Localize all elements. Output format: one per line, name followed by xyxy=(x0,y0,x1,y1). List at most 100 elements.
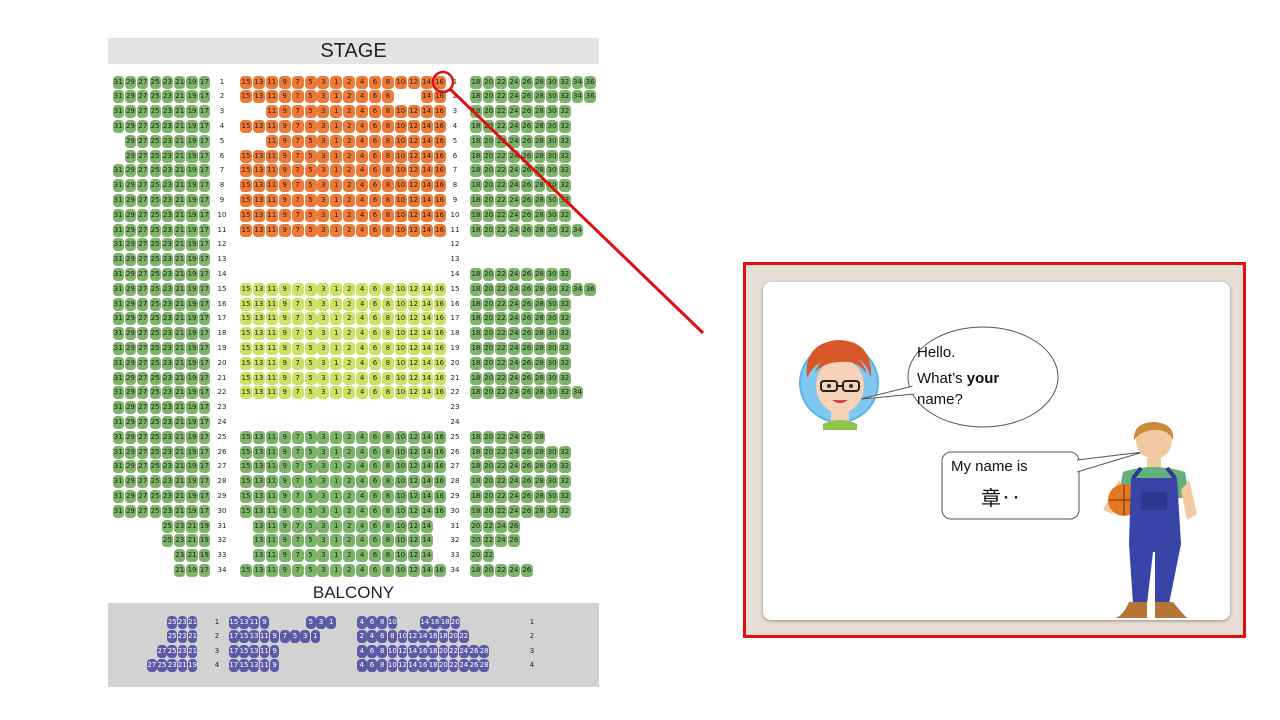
seat-left-23-25[interactable]: 25 xyxy=(149,401,161,415)
seat-center-16-11[interactable]: 11 xyxy=(265,297,278,311)
seat-left-23-19[interactable]: 19 xyxy=(186,401,198,415)
seat-center-4-3[interactable]: 3 xyxy=(317,119,330,133)
seat-left-13-19[interactable]: 19 xyxy=(186,253,198,267)
seat-right-5-18[interactable]: 18 xyxy=(470,134,482,148)
seat-balcony-2-11[interactable]: 11 xyxy=(259,630,270,644)
seat-center-25-2[interactable]: 2 xyxy=(343,430,356,444)
seat-left-4-29[interactable]: 29 xyxy=(124,119,137,133)
seat-center-4-6[interactable]: 6 xyxy=(369,119,381,133)
seat-right-27-32[interactable]: 32 xyxy=(558,460,571,474)
seat-center-27-2[interactable]: 2 xyxy=(343,460,356,474)
seat-balcony-2-13[interactable]: 13 xyxy=(249,630,259,644)
seat-balcony-3-27[interactable]: 27 xyxy=(157,644,167,658)
seat-right-27-28[interactable]: 28 xyxy=(533,460,546,474)
seat-right-21-24[interactable]: 24 xyxy=(508,371,520,385)
seat-center-8-1[interactable]: 1 xyxy=(330,179,343,193)
seat-left-7-27[interactable]: 27 xyxy=(137,164,149,178)
seat-left-28-25[interactable]: 25 xyxy=(149,475,161,489)
seat-center-31-7[interactable]: 7 xyxy=(291,519,304,533)
seat-right-29-28[interactable]: 28 xyxy=(533,489,546,503)
seat-center-34-7[interactable]: 7 xyxy=(291,563,304,577)
seat-center-18-13[interactable]: 13 xyxy=(252,327,265,341)
seat-center-5-16[interactable]: 16 xyxy=(433,134,446,148)
seat-center-30-10[interactable]: 10 xyxy=(394,504,407,518)
seat-right-11-24[interactable]: 24 xyxy=(508,223,520,237)
seat-right-10-18[interactable]: 18 xyxy=(470,208,482,222)
seat-left-3-25[interactable]: 25 xyxy=(149,105,161,119)
seat-right-34-20[interactable]: 20 xyxy=(482,563,495,577)
seat-center-32-7[interactable]: 7 xyxy=(291,534,304,548)
seat-center-21-10[interactable]: 10 xyxy=(394,371,407,385)
seat-left-26-27[interactable]: 27 xyxy=(137,445,149,459)
seat-center-20-14[interactable]: 14 xyxy=(420,356,433,370)
seat-center-1-11[interactable]: 11 xyxy=(265,75,278,89)
seat-right-8-26[interactable]: 26 xyxy=(520,179,533,193)
seat-center-8-4[interactable]: 4 xyxy=(356,179,369,193)
seat-center-6-7[interactable]: 7 xyxy=(291,149,304,163)
seat-right-22-26[interactable]: 26 xyxy=(520,386,533,400)
seat-center-17-13[interactable]: 13 xyxy=(252,312,265,326)
seat-center-8-12[interactable]: 12 xyxy=(407,179,420,193)
seat-center-15-5[interactable]: 5 xyxy=(304,282,317,296)
seat-balcony-2-16[interactable]: 16 xyxy=(428,630,438,644)
seat-center-26-13[interactable]: 13 xyxy=(252,445,265,459)
seat-center-16-5[interactable]: 5 xyxy=(304,297,317,311)
seat-center-8-15[interactable]: 15 xyxy=(240,179,252,193)
seat-center-30-12[interactable]: 12 xyxy=(407,504,420,518)
seat-center-22-16[interactable]: 16 xyxy=(433,386,446,400)
seat-center-7-4[interactable]: 4 xyxy=(356,164,369,178)
seat-center-4-4[interactable]: 4 xyxy=(356,119,369,133)
seat-right-6-24[interactable]: 24 xyxy=(508,149,520,163)
seat-center-9-9[interactable]: 9 xyxy=(278,193,291,207)
seat-left-28-23[interactable]: 23 xyxy=(161,475,174,489)
seat-left-9-19[interactable]: 19 xyxy=(186,193,198,207)
seat-center-4-9[interactable]: 9 xyxy=(278,119,291,133)
seat-right-18-20[interactable]: 20 xyxy=(482,327,495,341)
seat-center-30-2[interactable]: 2 xyxy=(343,504,356,518)
seat-right-17-30[interactable]: 30 xyxy=(546,312,558,326)
seat-center-20-10[interactable]: 10 xyxy=(394,356,407,370)
seat-left-6-25[interactable]: 25 xyxy=(149,149,161,163)
seat-left-3-19[interactable]: 19 xyxy=(186,105,198,119)
seat-right-16-26[interactable]: 26 xyxy=(520,297,533,311)
seat-left-3-21[interactable]: 21 xyxy=(174,105,186,119)
seat-left-22-27[interactable]: 27 xyxy=(137,386,149,400)
seat-center-29-3[interactable]: 3 xyxy=(317,489,330,503)
seat-center-33-11[interactable]: 11 xyxy=(265,549,278,563)
seat-center-29-12[interactable]: 12 xyxy=(407,489,420,503)
seat-center-20-4[interactable]: 4 xyxy=(356,356,369,370)
seat-center-10-14[interactable]: 14 xyxy=(420,208,433,222)
seat-center-5-11[interactable]: 11 xyxy=(265,134,278,148)
seat-center-15-9[interactable]: 9 xyxy=(278,282,291,296)
seat-left-7-19[interactable]: 19 xyxy=(186,164,198,178)
seat-center-31-10[interactable]: 10 xyxy=(394,519,407,533)
seat-center-3-14[interactable]: 14 xyxy=(420,105,433,119)
seat-right-29-32[interactable]: 32 xyxy=(558,489,571,503)
seat-left-14-19[interactable]: 19 xyxy=(186,267,198,281)
seat-right-2-24[interactable]: 24 xyxy=(508,90,520,104)
seat-balcony-2-8[interactable]: 8 xyxy=(387,630,398,644)
seat-center-20-13[interactable]: 13 xyxy=(252,356,265,370)
seat-center-3-1[interactable]: 1 xyxy=(330,105,343,119)
seat-right-29-30[interactable]: 30 xyxy=(546,489,558,503)
seat-center-5-9[interactable]: 9 xyxy=(278,134,291,148)
seat-center-11-4[interactable]: 4 xyxy=(356,223,369,237)
seat-center-10-8[interactable]: 8 xyxy=(381,208,394,222)
seat-right-19-26[interactable]: 26 xyxy=(520,341,533,355)
seat-center-26-16[interactable]: 16 xyxy=(433,445,446,459)
seat-center-18-10[interactable]: 10 xyxy=(394,327,407,341)
seat-right-17-20[interactable]: 20 xyxy=(482,312,495,326)
seat-right-9-28[interactable]: 28 xyxy=(533,193,546,207)
seat-right-22-20[interactable]: 20 xyxy=(482,386,495,400)
seat-balcony-4-15[interactable]: 15 xyxy=(239,658,249,672)
seat-left-23-29[interactable]: 29 xyxy=(124,401,137,415)
seat-right-14-26[interactable]: 26 xyxy=(520,267,533,281)
seat-center-11-12[interactable]: 12 xyxy=(407,223,420,237)
seat-balcony-3-9[interactable]: 9 xyxy=(269,644,280,658)
seat-center-20-12[interactable]: 12 xyxy=(407,356,420,370)
seat-left-23-31[interactable]: 31 xyxy=(112,401,124,415)
seat-left-32-21[interactable]: 21 xyxy=(186,534,198,548)
seat-left-24-29[interactable]: 29 xyxy=(124,415,137,429)
seat-right-2-22[interactable]: 22 xyxy=(495,90,508,104)
seat-center-32-8[interactable]: 8 xyxy=(381,534,394,548)
